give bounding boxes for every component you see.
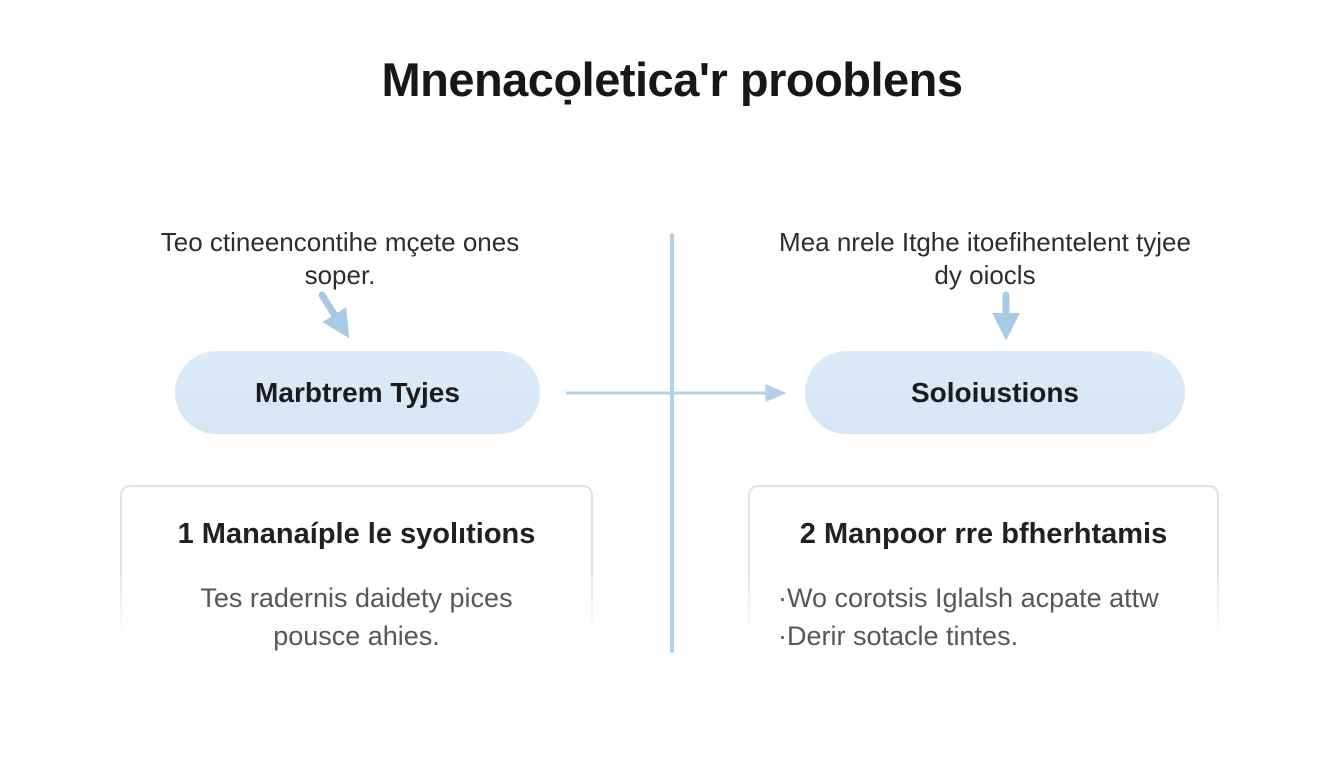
solutions-pill: Soloiustions [805, 351, 1185, 434]
problem-types-pill-label: Marbtrem Tyjes [255, 376, 460, 408]
left-card: 1 Mananaíple le syolıtions Tes radernis … [120, 485, 593, 675]
connector-arrow-icon [566, 384, 787, 402]
solutions-pill-label: Soloiustions [911, 376, 1079, 408]
right-card-frame [748, 485, 1219, 637]
problem-types-pill: Marbtrem Tyjes [175, 351, 540, 434]
right-card-bullet1: ·Wo corotsis Iglalsh acpate attw [778, 583, 1159, 613]
right-card-bullet2: ·Derir sotacle tintes. [778, 621, 1019, 651]
page-title: Mnenacọletica'r prooblens [381, 53, 963, 106]
left-card-body-line1: Tes radernis daidety pices [200, 583, 513, 613]
left-card-body-line2: pousce ahies. [273, 621, 440, 651]
down-right-arrow-icon [318, 291, 350, 339]
intro-left: Teo ctineencontihe mçete ones soper. [105, 226, 575, 292]
intro-right-line1: Mea nrele Itghe itoefihentelent tyjee [779, 227, 1191, 257]
intro-right-line2: dy oiocls [934, 260, 1036, 290]
intro-left-line2: soper. [304, 260, 376, 290]
right-card-heading: 2 Manpoor rre bfherhtamis [799, 518, 1168, 550]
down-arrow-icon [992, 291, 1020, 341]
left-card-heading: 1 Mananaíple le syolıtions [177, 518, 536, 550]
divider-line [670, 233, 674, 653]
intro-right: Mea nrele Itghe itoefihentelent tyjee dy… [735, 226, 1235, 292]
intro-left-line1: Teo ctineencontihe mçete ones [160, 227, 520, 257]
left-card-frame [120, 485, 593, 637]
right-card: 2 Manpoor rre bfherhtamis ·Wo corotsis I… [748, 485, 1219, 675]
